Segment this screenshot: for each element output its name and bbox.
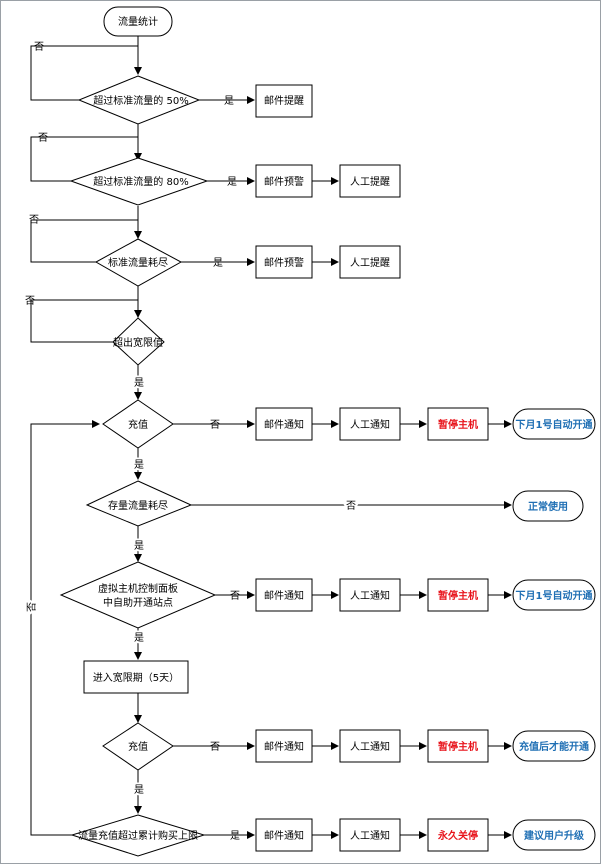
action-manual-remind-2 [339, 245, 401, 279]
action-suspend-1 [427, 407, 489, 441]
outcome-upgrade [512, 819, 596, 851]
label-email-remind: 邮件提醒 [264, 94, 304, 107]
action-manual-notify-3 [339, 729, 401, 763]
label-email-notify-4: 邮件通知 [264, 829, 304, 842]
label-suspend-1: 暂停主机 [438, 418, 478, 431]
process-grace: 进入宽限期（5天） [83, 660, 189, 694]
label-email-notify-2: 邮件通知 [264, 589, 304, 602]
decision-d4-label: 超出宽限值 [113, 336, 163, 349]
no-label-d2: 否 [38, 132, 48, 144]
label-permanent-stop: 永久关停 [437, 829, 478, 842]
action-email-remind [255, 84, 313, 118]
action-email-notify-2 [255, 578, 313, 612]
decision-d8-label: 充值 [128, 740, 148, 753]
label-email-warn-2: 邮件预警 [264, 256, 304, 269]
decision-d9 [70, 814, 206, 857]
yes-label-d8: 是 [134, 784, 144, 796]
label-upgrade: 建议用户升级 [523, 829, 585, 842]
outcome-normal-use [512, 490, 584, 522]
label-auto-open-1: 下月1号自动开通 [516, 418, 593, 431]
decision-d5 [102, 399, 174, 449]
action-email-warn-2 [255, 245, 313, 279]
no-label-d1: 否 [34, 41, 44, 53]
decision-d1-label: 超过标准流量的 50% [93, 94, 188, 107]
decision-d8 [102, 722, 174, 771]
decision-d1 [77, 75, 201, 125]
action-manual-notify-4 [339, 818, 401, 852]
no-label-d7: 否 [230, 590, 240, 602]
yes-label-d9: 是 [230, 830, 240, 842]
decision-d2 [69, 157, 209, 206]
action-email-notify-4 [255, 818, 313, 852]
outcome-open-after-recharge [512, 730, 596, 762]
label-manual-notify-3: 人工通知 [350, 740, 390, 753]
start-node: 流量统计 [103, 6, 173, 37]
process-grace-label: 进入宽限期（5天） [93, 671, 179, 684]
action-manual-remind-1 [339, 164, 401, 198]
label-email-notify-1: 邮件通知 [264, 418, 304, 431]
decision-d3-label: 标准流量耗尽 [108, 256, 168, 269]
connectors [30, 36, 512, 839]
start-label: 流量统计 [118, 15, 158, 28]
label-manual-notify-2: 人工通知 [350, 589, 390, 602]
loop-no-d9 [30, 420, 100, 836]
decision-d7 [59, 561, 217, 629]
no-label-d6: 否 [346, 500, 356, 512]
yes-label-d5: 是 [134, 459, 144, 471]
label-normal-use: 正常使用 [528, 500, 568, 513]
loop-no-d4 [30, 299, 138, 343]
decision-d9-label: 流量充值超过累计购买上限 [78, 829, 198, 842]
decision-d7-label-line2: 中自助开通站点 [103, 596, 173, 609]
label-manual-notify-4: 人工通知 [350, 829, 390, 842]
label-suspend-3: 暂停主机 [438, 740, 478, 753]
no-label-d4: 否 [25, 295, 35, 307]
label-open-after-recharge: 充值后才能开通 [519, 740, 589, 753]
action-email-warn-1 [255, 164, 313, 198]
loop-no-d1 [30, 45, 138, 101]
no-label-d9: 否 [26, 602, 38, 612]
decision-d5-label: 充值 [128, 418, 148, 431]
loop-no-d2 [30, 136, 138, 182]
action-suspend-2 [427, 578, 489, 612]
yes-label-d4: 是 [134, 377, 144, 389]
yes-label-d2: 是 [227, 176, 237, 188]
decision-d6 [85, 480, 193, 527]
loop-no-d3 [30, 219, 138, 263]
decision-d4 [112, 317, 165, 366]
label-manual-remind-1: 人工提醒 [350, 176, 390, 188]
label-manual-remind-2: 人工提醒 [350, 257, 390, 269]
yes-label-d3: 是 [213, 257, 223, 269]
action-manual-notify-1 [339, 407, 401, 441]
outcome-auto-open-2 [512, 579, 596, 611]
decision-d3 [94, 238, 183, 287]
no-label-d8: 否 [210, 741, 220, 753]
outcome-auto-open-1 [512, 408, 596, 440]
decision-d2-label: 超过标准流量的 80% [93, 175, 188, 188]
label-auto-open-2: 下月1号自动开通 [516, 589, 593, 602]
action-email-notify-3 [255, 729, 313, 763]
action-manual-notify-2 [339, 578, 401, 612]
label-email-warn-1: 邮件预警 [264, 175, 304, 188]
no-label-d3: 否 [29, 214, 39, 226]
yes-label-d6: 是 [134, 540, 144, 552]
decision-d7-label-line1: 虚拟主机控制面板 [98, 582, 178, 595]
no-label-d5: 否 [210, 419, 220, 431]
decision-d6-label: 存量流量耗尽 [108, 499, 168, 512]
label-suspend-2: 暂停主机 [438, 589, 478, 602]
action-email-notify-1 [255, 407, 313, 441]
action-suspend-3 [427, 729, 489, 763]
yes-label-d7: 是 [134, 632, 144, 644]
yes-label-d1: 是 [224, 95, 234, 107]
label-manual-notify-1: 人工通知 [350, 418, 390, 431]
action-permanent-stop [427, 818, 489, 852]
label-email-notify-3: 邮件通知 [264, 740, 304, 753]
